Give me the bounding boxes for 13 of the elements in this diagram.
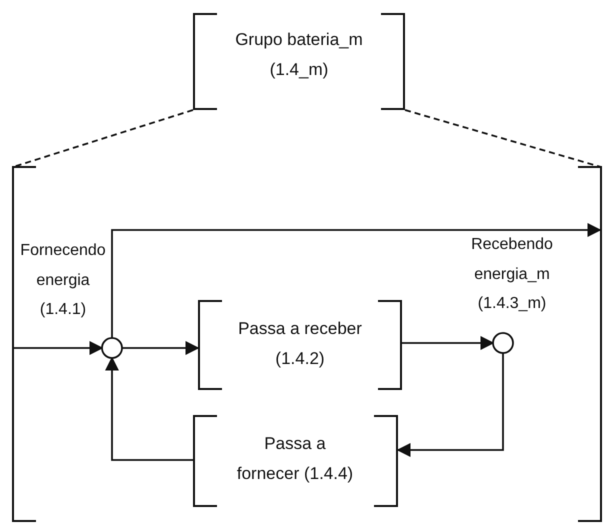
arrow: [12, 341, 104, 355]
dashed-connector: [12, 109, 194, 168]
arrow: [396, 353, 504, 457]
block-label: Grupo bateria_m (1.4_m): [234, 29, 364, 81]
state-label: Fornecendo energia (1.4.1): [19, 241, 107, 320]
state-label: Recebendo energia_m (1.4.3_m): [470, 235, 554, 314]
dashed-connector: [404, 109, 602, 168]
block-label: Passa a receber (1.4.2): [237, 318, 363, 370]
arrow: [122, 341, 200, 355]
arrow: [105, 356, 193, 461]
block-label: Passa a fornecer (1.4.4): [236, 433, 354, 485]
arrow: [111, 223, 602, 338]
arrow: [402, 336, 494, 350]
